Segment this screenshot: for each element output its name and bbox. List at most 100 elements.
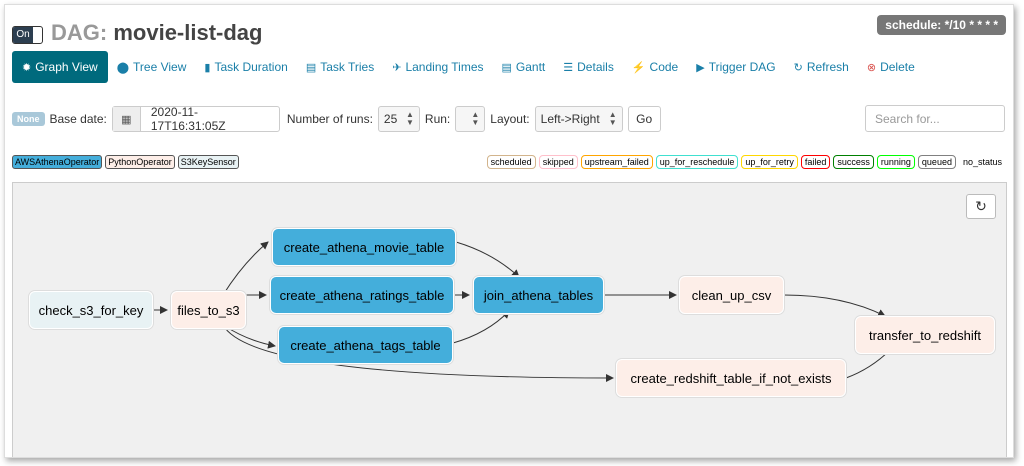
state-up-for-reschedule[interactable]: up_for_reschedule	[655, 155, 739, 169]
task-label: create_athena_tags_table	[290, 337, 441, 353]
calendar-icon[interactable]: ▦	[112, 107, 141, 131]
task-label: create_athena_movie_table	[283, 239, 445, 255]
gantt-icon: ▤	[501, 61, 512, 74]
task-node[interactable]: check_s3_for_key	[29, 291, 153, 329]
state-upstream-failed[interactable]: upstream_failed	[580, 155, 653, 169]
task-node[interactable]: join_athena_tables	[473, 276, 604, 314]
task-label: check_s3_for_key	[38, 302, 144, 318]
toggle-on-label: On	[13, 27, 33, 43]
edge	[222, 241, 269, 296]
tab-label: Task Tries	[320, 60, 375, 74]
layout-value: Left->Right	[540, 112, 600, 126]
tab-gantt[interactable]: ▤Gantt	[493, 51, 555, 83]
refresh-icon: ↻	[793, 61, 803, 74]
tab-landing-times[interactable]: ✈Landing Times	[383, 51, 492, 83]
tab-label: Code	[649, 60, 679, 74]
num-runs-value: 25	[383, 112, 398, 126]
num-runs-label: Number of runs:	[286, 112, 373, 126]
graph-refresh-button[interactable]: ↻	[966, 194, 996, 219]
list-icon: ☰	[563, 61, 574, 74]
filter-bar: None Base date: ▦ 2020-11-17T16:31:05Z N…	[12, 105, 661, 133]
base-date-input[interactable]: ▦ 2020-11-17T16:31:05Z	[111, 105, 280, 133]
bar-chart-icon: ▮	[204, 61, 211, 74]
dag-label: DAG:	[51, 20, 108, 45]
page-title: DAG: movie-list-dag	[51, 20, 262, 46]
tab-label: Landing Times	[405, 60, 484, 74]
state-no-status[interactable]: no_status	[958, 155, 1006, 169]
edge	[783, 294, 886, 317]
tab-graph-view[interactable]: ✹Graph View	[12, 51, 108, 83]
task-label: create_redshift_table_if_not_exists	[630, 370, 832, 386]
operator-athena: AWSAthenaOperator	[12, 155, 103, 169]
chevron-updown-icon: ▲▼	[471, 110, 480, 127]
run-select[interactable]: ▲▼	[455, 106, 486, 132]
graph-icon: ✹	[22, 61, 32, 74]
task-node[interactable]: transfer_to_redshift	[855, 316, 995, 354]
tab-label: Refresh	[806, 60, 849, 74]
state-queued[interactable]: queued	[917, 155, 956, 169]
tab-trigger-dag[interactable]: ▶Trigger DAG	[687, 51, 784, 83]
tab-label: Trigger DAG	[708, 60, 776, 74]
chevron-updown-icon: ▲▼	[608, 110, 617, 127]
bolt-icon: ⚡	[631, 61, 646, 74]
task-node[interactable]: create_redshift_table_if_not_exists	[616, 359, 846, 397]
task-node[interactable]: create_athena_tags_table	[278, 326, 453, 364]
tab-task-tries[interactable]: ▤Task Tries	[297, 51, 383, 83]
task-node[interactable]: files_to_s3	[171, 291, 246, 329]
state-success[interactable]: success	[833, 155, 874, 169]
layout-select[interactable]: Left->Right ▲▼	[534, 106, 623, 132]
task-node[interactable]: create_athena_ratings_table	[270, 276, 454, 314]
task-label: files_to_s3	[177, 302, 240, 318]
dag-graph[interactable]: ↻ check_s3_for_key files_to_s3 create_at…	[12, 182, 1007, 457]
state-running[interactable]: running	[876, 155, 915, 169]
operator-python: PythonOperator	[105, 155, 175, 169]
go-button[interactable]: Go	[627, 106, 661, 132]
files-icon: ▤	[305, 61, 317, 74]
task-label: transfer_to_redshift	[868, 327, 981, 343]
none-badge: None	[12, 112, 45, 126]
tab-label: Gantt	[515, 60, 546, 74]
edge	[452, 310, 510, 344]
task-label: join_athena_tables	[483, 287, 594, 303]
chevron-updown-icon: ▲▼	[406, 110, 414, 127]
play-icon: ▶	[696, 61, 705, 74]
tab-label: Delete	[880, 60, 915, 74]
tab-label: Task Duration	[214, 60, 288, 74]
tab-label: Graph View	[35, 60, 98, 74]
tab-label: Details	[577, 60, 614, 74]
tab-code[interactable]: ⚡Code	[623, 51, 687, 83]
layout-label: Layout:	[490, 112, 530, 126]
dag-id: movie-list-dag	[113, 20, 263, 45]
view-nav: ✹Graph View ⬤Tree View ▮Task Duration ▤T…	[12, 51, 924, 83]
tab-task-duration[interactable]: ▮Task Duration	[195, 51, 296, 83]
edge	[455, 241, 520, 278]
search-input[interactable]: Search for...	[865, 105, 1005, 132]
tab-details[interactable]: ☰Details	[554, 51, 623, 83]
run-label: Run:	[424, 112, 451, 126]
task-label: create_athena_ratings_table	[279, 287, 445, 303]
state-skipped[interactable]: skipped	[538, 155, 578, 169]
plane-icon: ✈	[392, 61, 402, 74]
tab-tree-view[interactable]: ⬤Tree View	[108, 51, 196, 83]
base-date-value[interactable]: 2020-11-17T16:31:05Z	[150, 105, 226, 133]
tab-label: Tree View	[133, 60, 187, 74]
task-node[interactable]: clean_up_csv	[679, 276, 784, 314]
state-up-for-retry[interactable]: up_for_retry	[741, 155, 798, 169]
graph-edges	[154, 241, 894, 382]
delete-icon: ⊗	[866, 61, 877, 74]
task-node[interactable]: create_athena_movie_table	[272, 228, 456, 266]
operator-s3: S3KeySensor	[177, 155, 239, 169]
edge	[222, 324, 614, 382]
operator-legend: AWSAthenaOperator PythonOperator S3KeySe…	[12, 155, 239, 169]
tree-icon: ⬤	[116, 61, 130, 74]
state-legend: scheduled skipped upstream_failed up_for…	[486, 155, 1006, 169]
base-date-label: Base date:	[49, 112, 107, 126]
dag-toggle[interactable]: On	[12, 26, 43, 44]
task-label: clean_up_csv	[691, 287, 772, 303]
airflow-window: On DAG: movie-list-dag schedule: */10 * …	[4, 4, 1014, 458]
tab-refresh[interactable]: ↻Refresh	[785, 51, 858, 83]
state-failed[interactable]: failed	[800, 155, 831, 169]
tab-delete[interactable]: ⊗Delete	[858, 51, 924, 83]
state-scheduled[interactable]: scheduled	[486, 155, 536, 169]
num-runs-select[interactable]: 25 ▲▼	[377, 106, 420, 132]
